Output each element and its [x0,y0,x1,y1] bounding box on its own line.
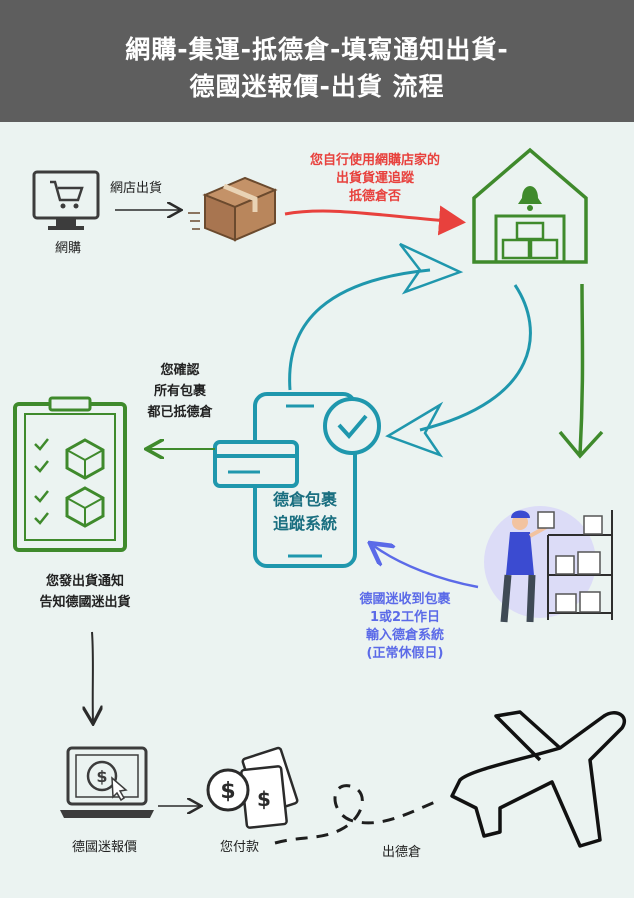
label-ship-out: 出德倉 [382,845,422,860]
arrow-to-quote [92,631,93,722]
tracking-system-label: 德倉包裹 追蹤系統 [255,488,355,536]
title-line-2: 德國迷報價-出貨 流程 [189,72,445,101]
red-tracking-arrow [284,205,466,236]
tracking-note-line-2: 出貨貨運追蹤 [335,171,414,186]
warehouse-bell-icon [472,147,588,264]
received-note: 德國迷收到包裹 1或2工作日 輸入德倉系統 (正常休假日) [330,591,480,663]
received-note-line-4: (正常休假日) [366,646,444,661]
notify-note-line-2: 告知德國迷出貨 [39,595,131,610]
label-shop-ships: 網店出貨 [110,181,163,196]
confirm-note: 您確認 所有包裹 都已抵德倉 [130,360,230,423]
money-icon: $ $ [206,746,299,829]
laptop-cart-icon [32,170,100,230]
clipboard-checklist-icon [13,396,127,552]
svg-text:$: $ [96,767,107,786]
confirm-note-line-1: 您確認 [160,363,200,378]
green-arrow-down [578,283,585,456]
received-note-line-3: 輸入德倉系統 [365,628,444,643]
package-icon [188,176,278,242]
blue-arrow-to-system [374,546,479,589]
label-online-shopping: 網購 [55,241,82,256]
tracking-system-line-1: 德倉包裹 [272,490,337,509]
confirm-note-line-3: 都已抵德倉 [147,405,213,420]
cycle-arrows [288,242,532,458]
worker-shelves-icon [484,506,613,623]
dashed-flight-path [274,784,441,845]
svg-text:$: $ [220,779,235,804]
tracking-note-line-1: 您自行使用網購店家的 [309,153,440,168]
notify-note-line-1: 您發出貨通知 [45,574,124,589]
received-note-line-1: 德國迷收到包裹 [359,592,451,607]
notify-note: 您發出貨通知 告知德國迷出貨 [20,571,150,613]
tracking-system-line-2: 追蹤系統 [272,514,337,533]
tracking-note: 您自行使用網購店家的 出貨貨運追蹤 抵德倉否 [290,152,460,206]
label-quote: 德國迷報價 [72,840,138,855]
label-payment: 您付款 [220,840,260,855]
airplane-icon [450,710,626,848]
svg-text:$: $ [257,787,271,811]
confirm-note-line-2: 所有包裹 [153,384,206,399]
title-banner: 網購-集運-抵德倉-填寫通知出貨- 德國迷報價-出貨 流程 [0,0,634,122]
laptop-dollar-icon: $ [60,746,154,818]
received-note-line-2: 1或2工作日 [369,610,441,625]
tracking-note-line-3: 抵德倉否 [348,189,401,204]
phone-check-icon [213,392,381,568]
title-line-1: 網購-集運-抵德倉-填寫通知出貨- [125,35,509,64]
